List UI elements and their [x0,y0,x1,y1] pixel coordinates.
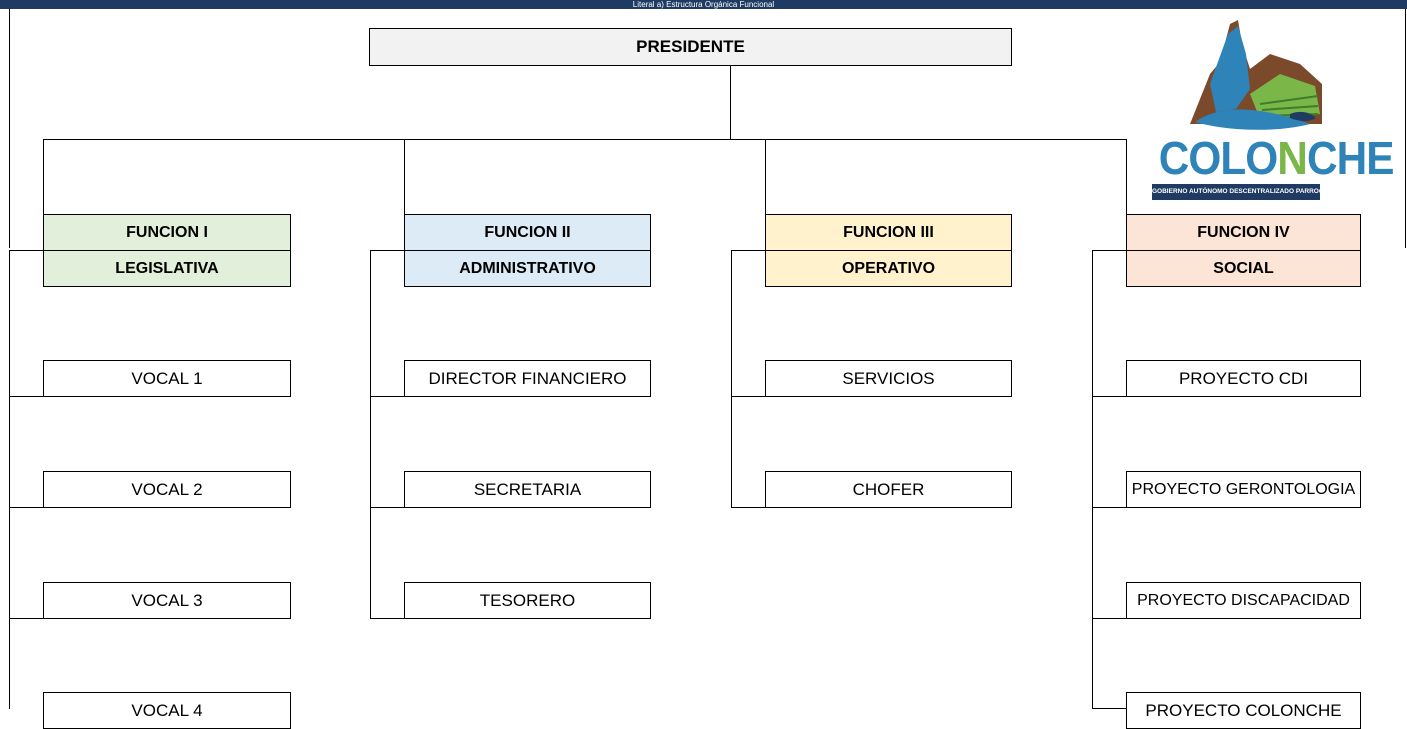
f1-item-2: VOCAL 2 [43,471,291,508]
f3-branch [731,250,765,251]
function-3-subtitle: OPERATIVO [765,250,1012,287]
f1-tick-2 [9,507,43,508]
function-1-subtitle: LEGISLATIVA [43,250,291,287]
function-2-title: FUNCION II [404,214,651,251]
f4-item-4: PROYECTO COLONCHE [1126,692,1361,729]
header-bar: Literal a) Estructura Orgánica Funcional [0,0,1407,9]
f2-tick-3 [370,618,404,619]
f3-spine [731,250,732,507]
f1-item-4: VOCAL 4 [43,692,291,729]
f4-item-2: PROYECTO GERONTOLOGIA [1126,471,1361,508]
president-label: PRESIDENTE [636,37,745,56]
f2-tick-1 [370,396,404,397]
function-1-title: FUNCION I [43,214,291,251]
f3-item-1: SERVICIOS [765,360,1012,397]
f1-item-3: VOCAL 3 [43,582,291,619]
function-4-subtitle: SOCIAL [1126,250,1361,287]
page-frame-left [9,9,10,248]
f1-item-1: VOCAL 1 [43,360,291,397]
f1-tick-1 [9,396,43,397]
functions-bus [43,139,1126,140]
header-text: Literal a) Estructura Orgánica Funcional [632,0,775,9]
connector-f2 [404,139,405,214]
f2-branch [370,250,404,251]
f2-item-3: TESORERO [404,582,651,619]
president-box: PRESIDENTE [369,28,1012,66]
f4-tick-4 [1092,708,1126,709]
f3-tick-2 [731,507,765,508]
logo-subtitle: GOBIERNO AUTÓNOMO DESCENTRALIZADO PARROQ… [1152,184,1320,200]
logo-wordmark: COLONCHE [1158,132,1395,184]
connector-f4 [1126,139,1127,214]
function-2-subtitle: ADMINISTRATIVO [404,250,651,287]
f4-item-1: PROYECTO CDI [1126,360,1361,397]
f4-spine [1092,250,1093,709]
f1-spine [9,250,10,709]
connector-f3 [765,139,766,214]
connector-f1 [43,139,44,214]
f1-tick-3 [9,618,43,619]
f3-tick-1 [731,396,765,397]
page-frame-right [1405,9,1406,248]
f3-item-2: CHOFER [765,471,1012,508]
f2-item-1: DIRECTOR FINANCIERO [404,360,651,397]
president-connector [730,66,731,139]
f4-branch [1092,250,1126,251]
f4-tick-3 [1092,618,1126,619]
function-4-title: FUNCION IV [1126,214,1361,251]
f2-spine [370,250,371,618]
coloche-logo-icon [1190,20,1322,130]
f2-item-2: SECRETARIA [404,471,651,508]
f4-tick-2 [1092,507,1126,508]
f2-tick-2 [370,507,404,508]
f4-tick-1 [1092,396,1126,397]
f1-branch [9,250,43,251]
f4-item-3: PROYECTO DISCAPACIDAD [1126,582,1361,619]
function-3-title: FUNCION III [765,214,1012,251]
